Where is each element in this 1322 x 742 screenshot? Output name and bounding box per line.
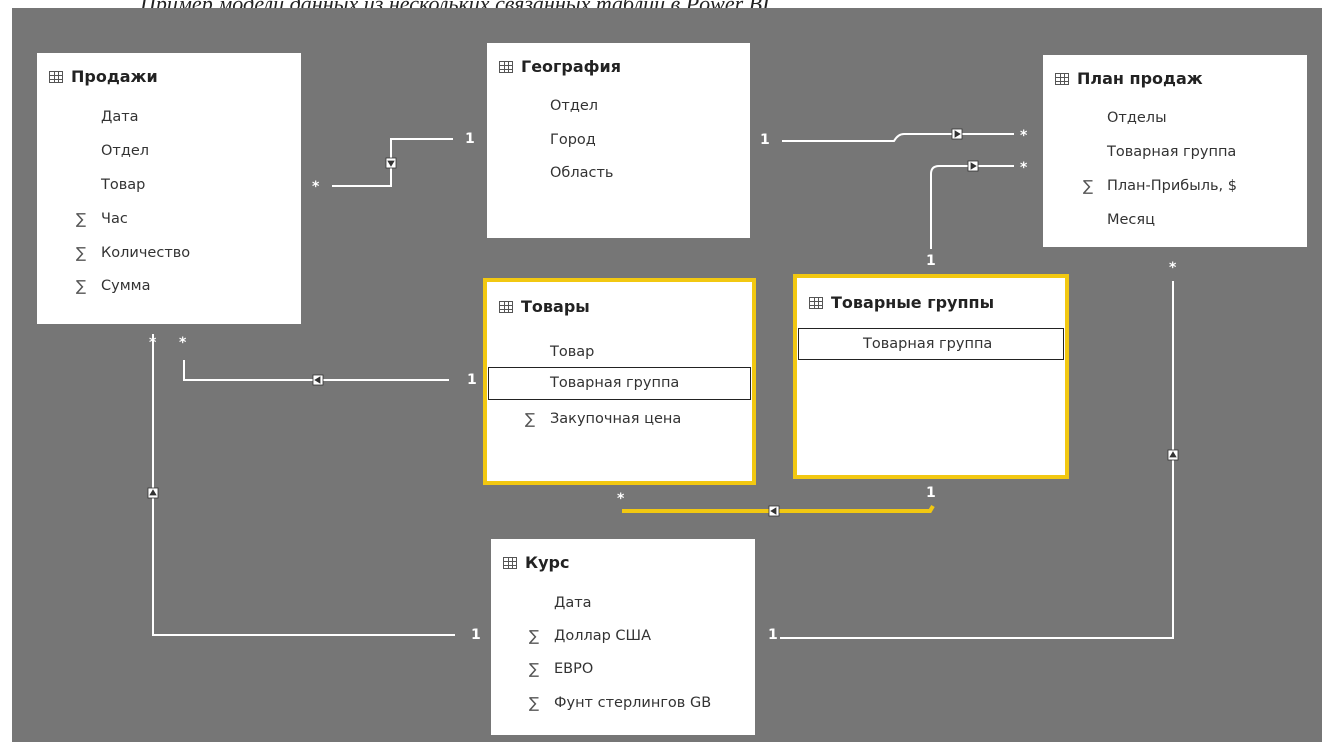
- cardinality-many-label: *: [179, 335, 187, 351]
- cardinality-one-label: 1: [926, 253, 936, 269]
- cardinality-many-label: *: [1169, 260, 1177, 276]
- table-card-prodazhi[interactable]: Продажи Дата Отдел Товар ∑ Час ∑ Количес…: [37, 53, 301, 324]
- filter-direction-arrow-icon: [312, 374, 324, 386]
- field-item[interactable]: Доллар США: [554, 628, 651, 644]
- table-card-kurs[interactable]: Курс Дата ∑ Доллар США ∑ ЕВРО ∑ Фунт сте…: [491, 539, 755, 735]
- sum-icon: ∑: [76, 210, 87, 228]
- table-header[interactable]: План продаж: [1055, 69, 1203, 88]
- table-icon: [1055, 72, 1069, 85]
- field-item[interactable]: ЕВРО: [554, 661, 594, 677]
- field-item[interactable]: Дата: [101, 109, 139, 125]
- cardinality-one-label: 1: [465, 131, 475, 147]
- relationship-line-prodazhi-kurs: [152, 334, 455, 636]
- field-item[interactable]: Закупочная цена: [550, 411, 682, 427]
- table-card-tovary[interactable]: Товары Товар Товарная группа ∑ Закупочна…: [483, 278, 756, 485]
- field-item[interactable]: Город: [550, 132, 596, 148]
- sum-icon: ∑: [76, 244, 87, 262]
- sum-icon: ∑: [529, 694, 540, 712]
- filter-direction-arrow-icon: [967, 160, 979, 172]
- table-name: Продажи: [71, 67, 158, 86]
- cardinality-many-label: *: [149, 335, 157, 351]
- table-card-tovarnye-gruppy[interactable]: Товарные группы Товарная группа: [793, 274, 1069, 479]
- relationship-line-prodazhi-tovary: [183, 360, 449, 381]
- field-item[interactable]: Отделы: [1107, 110, 1167, 126]
- sum-icon: ∑: [529, 660, 540, 678]
- field-item[interactable]: Час: [101, 211, 128, 227]
- filter-direction-arrow-icon: [768, 505, 780, 517]
- table-name: Товары: [521, 297, 590, 316]
- table-icon: [499, 60, 513, 73]
- sum-icon: ∑: [529, 627, 540, 645]
- table-header[interactable]: География: [499, 57, 621, 76]
- sum-icon: ∑: [525, 410, 536, 428]
- filter-direction-arrow-icon: [951, 128, 963, 140]
- table-header[interactable]: Продажи: [49, 67, 158, 86]
- field-item[interactable]: Отдел: [550, 98, 599, 114]
- field-item[interactable]: Количество: [101, 245, 191, 261]
- field-item[interactable]: Товарная группа: [1107, 144, 1237, 160]
- cardinality-many-label: *: [312, 179, 320, 195]
- field-item[interactable]: Отдел: [101, 143, 150, 159]
- relationship-lines: [147, 128, 1179, 639]
- field-item-highlighted[interactable]: Товарная группа: [488, 367, 751, 400]
- cardinality-one-label: 1: [471, 627, 481, 643]
- cardinality-one-label: 1: [768, 627, 778, 643]
- field-item[interactable]: План-Прибыль, $: [1107, 178, 1237, 194]
- table-icon: [499, 300, 513, 313]
- cardinality-one-label: 1: [467, 372, 477, 388]
- cardinality-one-label: 1: [760, 132, 770, 148]
- field-item[interactable]: Дата: [554, 595, 592, 611]
- table-name: География: [521, 57, 622, 76]
- table-header[interactable]: Курс: [503, 553, 569, 572]
- field-label: Товарная группа: [863, 336, 993, 352]
- cardinality-many-label: *: [1020, 128, 1028, 144]
- relationship-line-tgruppy-plan: [930, 165, 1014, 249]
- field-item[interactable]: Товар: [101, 177, 146, 193]
- field-item-highlighted[interactable]: Товарная группа: [798, 328, 1064, 360]
- table-name: Курс: [525, 553, 570, 572]
- table-header[interactable]: Товарные группы: [809, 293, 994, 312]
- sum-icon: ∑: [76, 277, 87, 295]
- table-icon: [809, 296, 823, 309]
- table-name: План продаж: [1077, 69, 1203, 88]
- field-item[interactable]: Фунт стерлингов GB: [554, 695, 712, 711]
- relationship-line-tovary-tgruppy-selected: [622, 504, 935, 513]
- relationship-line-kurs-plan: [780, 281, 1174, 639]
- model-diagram-canvas[interactable]: * 1 * * 1 1 1 * * 1 * 1 * 1 Продажи Дата…: [12, 8, 1322, 742]
- field-item[interactable]: Область: [550, 165, 614, 181]
- field-item[interactable]: Месяц: [1107, 212, 1155, 228]
- table-card-geografiya[interactable]: География Отдел Город Область: [487, 43, 750, 238]
- cardinality-many-label: *: [1020, 160, 1028, 176]
- filter-direction-arrow-icon: [385, 157, 397, 169]
- table-header[interactable]: Товары: [499, 297, 590, 316]
- sum-icon: ∑: [1083, 177, 1094, 195]
- cardinality-one-label: 1: [926, 485, 936, 501]
- table-icon: [49, 70, 63, 83]
- field-item[interactable]: Сумма: [101, 278, 151, 294]
- relationship-line-geografiya-plan: [782, 133, 1014, 142]
- filter-direction-arrow-icon: [1167, 449, 1179, 461]
- filter-direction-arrow-icon: [147, 487, 159, 499]
- table-card-plan-prodazh[interactable]: План продаж Отделы Товарная группа ∑ Пла…: [1043, 55, 1307, 247]
- field-item[interactable]: Товар: [550, 344, 595, 360]
- cropped-caption: Пример модели данных из нескольких связа…: [0, 0, 1322, 8]
- table-icon: [503, 556, 517, 569]
- table-name: Товарные группы: [831, 293, 995, 312]
- cardinality-many-label: *: [617, 491, 625, 507]
- field-label: Товарная группа: [550, 375, 680, 391]
